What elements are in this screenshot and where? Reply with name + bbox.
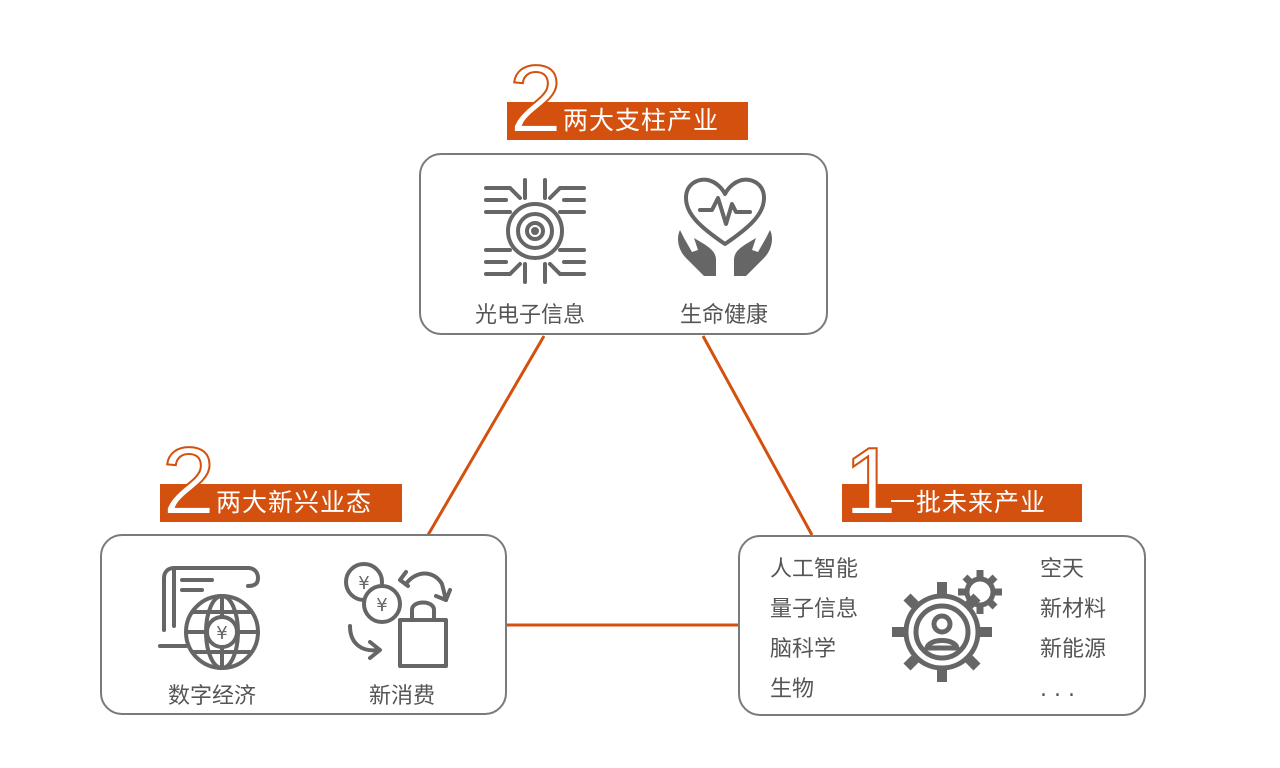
list-item: 脑科学 [770,637,837,662]
emerging-formats-number: 2 [161,428,216,535]
pillar-industries-title: 两大支柱产业 [563,106,720,135]
list-item: 人工智能 [770,557,859,582]
svg-text:¥: ¥ [376,595,387,616]
document-globe-yuan-icon: ¥ [158,566,260,670]
item-digital-economy-label: 数字经济 [167,684,256,709]
list-item: . . . [1040,677,1075,702]
future-industries-number: 1 [843,428,898,535]
item-optoelectronics-label: 光电子信息 [474,303,585,328]
item-new-consumption-label: 新消费 [368,684,435,709]
gear-person-icon [892,570,1002,682]
future-industries-list-2: 空天 新材料 新能源 . . . [1040,550,1106,710]
svg-text:¥: ¥ [216,623,227,644]
list-item: 空天 [1040,557,1085,582]
list-item: 新材料 [1040,597,1107,622]
circuit-chip-icon [484,178,586,284]
list-item: 量子信息 [770,597,859,622]
pillar-industries-header: 2 两大支柱产业 [507,51,748,149]
future-industries-title: 一批未来产业 [890,488,1047,517]
pillar-industries-number: 2 [508,46,563,153]
connector-top-left [426,335,546,536]
emerging-formats-title: 两大新兴业态 [216,488,373,517]
future-industries-header: 1 一批未来产业 [842,433,1082,531]
future-industries-list-1: 人工智能 量子信息 脑科学 生物 [770,550,858,710]
connector-top-right [701,335,814,536]
coins-shopping-bag-icon: ¥ ¥ [344,562,452,668]
list-item: 新能源 [1040,637,1107,662]
emerging-formats-panel [100,534,507,715]
list-item: 生物 [770,677,815,702]
emerging-formats-header: 2 两大新兴业态 [160,433,402,531]
item-life-health-label: 生命健康 [679,303,768,328]
heart-hands-icon [678,177,772,276]
svg-text:¥: ¥ [358,573,369,594]
